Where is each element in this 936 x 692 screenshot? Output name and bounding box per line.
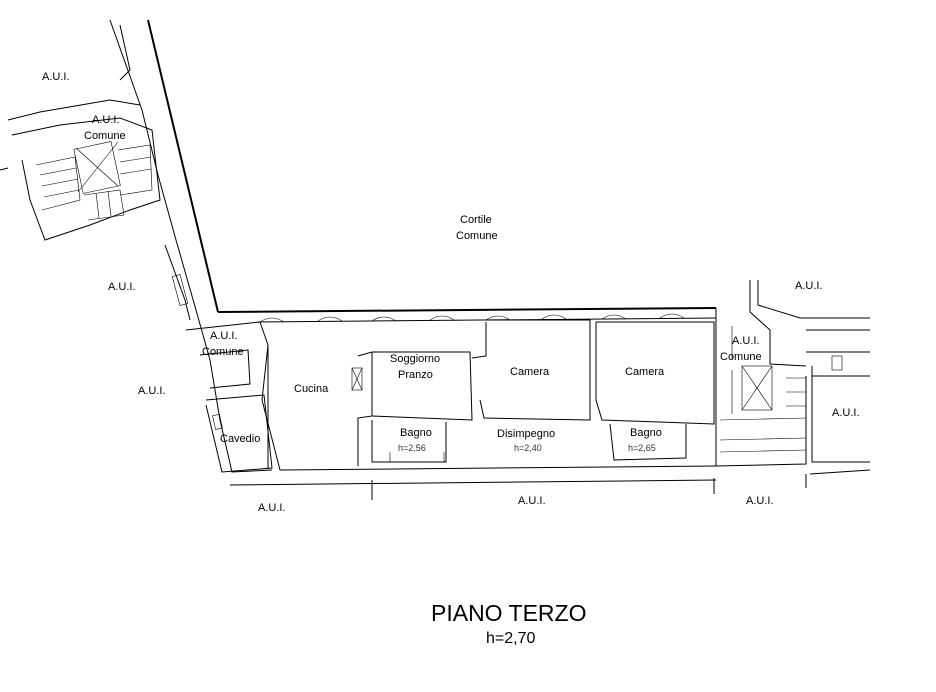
- aui-comune-label-left: A.U.I.: [210, 330, 238, 342]
- soggiorno-label: Soggiorno: [390, 353, 440, 365]
- cortile-comune-label: Comune: [456, 230, 498, 242]
- comune-label-top: Comune: [84, 130, 126, 142]
- aui-label-bottom-left: A.U.I.: [258, 502, 286, 514]
- aui-comune-label-top: A.U.I.: [92, 114, 120, 126]
- aui-label-top-right: A.U.I.: [795, 280, 823, 292]
- pranzo-label: Pranzo: [398, 369, 433, 381]
- aui-comune-label-right: A.U.I.: [732, 335, 760, 347]
- bagno-label-1: Bagno: [400, 427, 432, 439]
- disimpegno-label: Disimpegno: [497, 428, 555, 440]
- aui-label-top-left: A.U.I.: [42, 71, 70, 83]
- apartment-walls: [217, 307, 717, 500]
- bagno-height-1: h=2,56: [398, 443, 426, 453]
- comune-label-right: Comune: [720, 351, 762, 363]
- aui-label-right: A.U.I.: [832, 407, 860, 419]
- aui-label-bottom-mid: A.U.I.: [518, 495, 546, 507]
- cucina-label: Cucina: [294, 383, 329, 395]
- cortile-label: Cortile: [460, 214, 492, 226]
- floor-title: PIANO TERZO: [431, 600, 587, 626]
- left-wing-walls: [0, 19, 281, 473]
- comune-label-left: Comune: [202, 346, 244, 358]
- bagno-label-2: Bagno: [630, 427, 662, 439]
- interior-partitions: [267, 319, 715, 468]
- disimpegno-height: h=2,40: [514, 443, 542, 453]
- right-stair-core: [715, 280, 871, 488]
- floor-height: h=2,70: [486, 630, 535, 647]
- camera-label-1: Camera: [510, 366, 550, 378]
- cavedio-label: Cavedio: [220, 433, 260, 445]
- camera-label-2: Camera: [625, 366, 665, 378]
- aui-label-bottom-right: A.U.I.: [746, 495, 774, 507]
- bagno-height-2: h=2,65: [628, 443, 656, 453]
- aui-label-left-mid: A.U.I.: [108, 281, 136, 293]
- aui-label-left-low: A.U.I.: [138, 385, 166, 397]
